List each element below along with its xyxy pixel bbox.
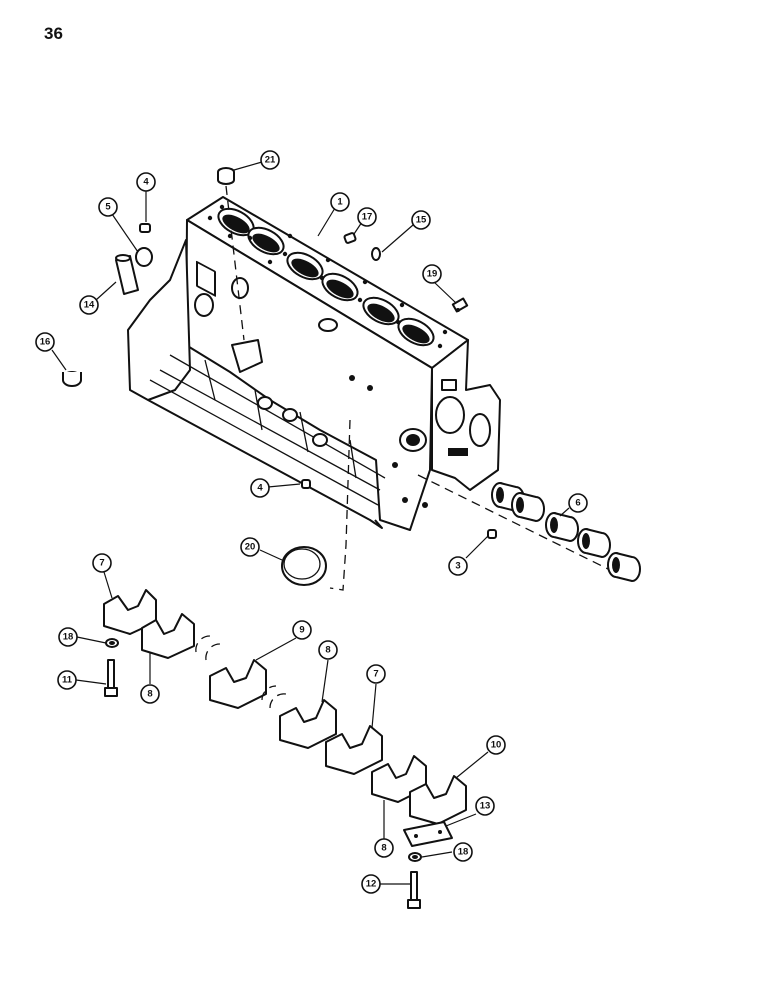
- callout-4-top: 4: [136, 172, 156, 192]
- svg-text:9: 9: [299, 625, 304, 636]
- callout-15: 15: [411, 210, 431, 230]
- bearing-cap-9: [209, 659, 267, 709]
- disc-15: [371, 247, 381, 261]
- bearing-cap-8b: [279, 699, 337, 749]
- callout-19: 19: [422, 264, 442, 284]
- svg-text:19: 19: [427, 269, 438, 280]
- callout-7-a: 7: [92, 553, 112, 573]
- callout-8-c: 8: [374, 838, 394, 858]
- svg-text:16: 16: [40, 337, 51, 348]
- washer-18a: [105, 638, 119, 648]
- svg-text:14: 14: [84, 300, 95, 311]
- svg-text:13: 13: [480, 801, 491, 812]
- bolt-12: [407, 871, 421, 909]
- bearing-cap-7b: [325, 725, 383, 775]
- bearing-cap-7a: [103, 589, 157, 635]
- cylinder-block: [127, 196, 501, 531]
- bearing-shells-b: [261, 685, 287, 709]
- callout-9: 9: [292, 620, 312, 640]
- plug-17: [343, 232, 357, 244]
- callout-14: 14: [79, 295, 99, 315]
- callout-5: 5: [98, 197, 118, 217]
- svg-text:20: 20: [245, 542, 256, 553]
- cup-plug-16: [62, 371, 82, 387]
- svg-text:15: 15: [416, 215, 427, 226]
- callout-6: 6: [568, 493, 588, 513]
- svg-text:12: 12: [366, 879, 377, 890]
- svg-text:21: 21: [265, 155, 276, 166]
- callout-10: 10: [486, 735, 506, 755]
- leader-lines: [51, 161, 570, 885]
- cup-plug-5: [135, 247, 153, 267]
- alignment-line-plug-20: [329, 419, 351, 591]
- bearing-cap-10: [409, 775, 467, 825]
- callout-3: 3: [448, 556, 468, 576]
- disc-plug-20: [281, 546, 327, 586]
- svg-text:18: 18: [63, 632, 74, 643]
- callout-13: 13: [475, 796, 495, 816]
- callout-20: 20: [240, 537, 260, 557]
- svg-text:6: 6: [575, 498, 580, 509]
- cam-bearings-6: [491, 482, 641, 582]
- washer-18b: [408, 852, 422, 862]
- callout-8-a: 8: [140, 684, 160, 704]
- plug-4-mid: [301, 479, 311, 489]
- svg-text:18: 18: [458, 847, 469, 858]
- bearing-cap-8a: [141, 613, 195, 659]
- plug-3: [487, 529, 497, 539]
- fitting-19: [451, 297, 469, 313]
- callout-12: 12: [361, 874, 381, 894]
- callout-11: 11: [57, 670, 77, 690]
- callout-21: 21: [260, 150, 280, 170]
- svg-text:1: 1: [337, 197, 343, 208]
- svg-text:10: 10: [491, 740, 502, 751]
- plug-4-top: [139, 223, 151, 233]
- svg-text:3: 3: [455, 561, 460, 572]
- callout-17: 17: [357, 207, 377, 227]
- svg-text:8: 8: [381, 843, 386, 854]
- svg-text:7: 7: [373, 669, 378, 680]
- bearing-shells-a: [195, 635, 221, 661]
- plate-13: [403, 821, 453, 847]
- page-number: 36: [44, 24, 63, 43]
- svg-text:7: 7: [99, 558, 104, 569]
- callout-1: 1: [330, 192, 350, 212]
- tube-14: [115, 254, 139, 295]
- callout-18-a: 18: [58, 627, 78, 647]
- svg-text:8: 8: [147, 689, 152, 700]
- callout-4-mid: 4: [250, 478, 270, 498]
- callout-18-b: 18: [453, 842, 473, 862]
- svg-text:5: 5: [105, 202, 111, 213]
- callout-7-b: 7: [366, 664, 386, 684]
- svg-text:4: 4: [143, 177, 149, 188]
- callout-16: 16: [35, 332, 55, 352]
- callout-8-b: 8: [318, 640, 338, 660]
- plug-21: [217, 167, 245, 341]
- alignment-line-bearings: [417, 474, 611, 571]
- svg-text:8: 8: [325, 645, 330, 656]
- svg-text:17: 17: [362, 212, 373, 223]
- svg-text:11: 11: [62, 675, 73, 686]
- bolt-11: [104, 659, 118, 697]
- svg-text:4: 4: [257, 483, 263, 494]
